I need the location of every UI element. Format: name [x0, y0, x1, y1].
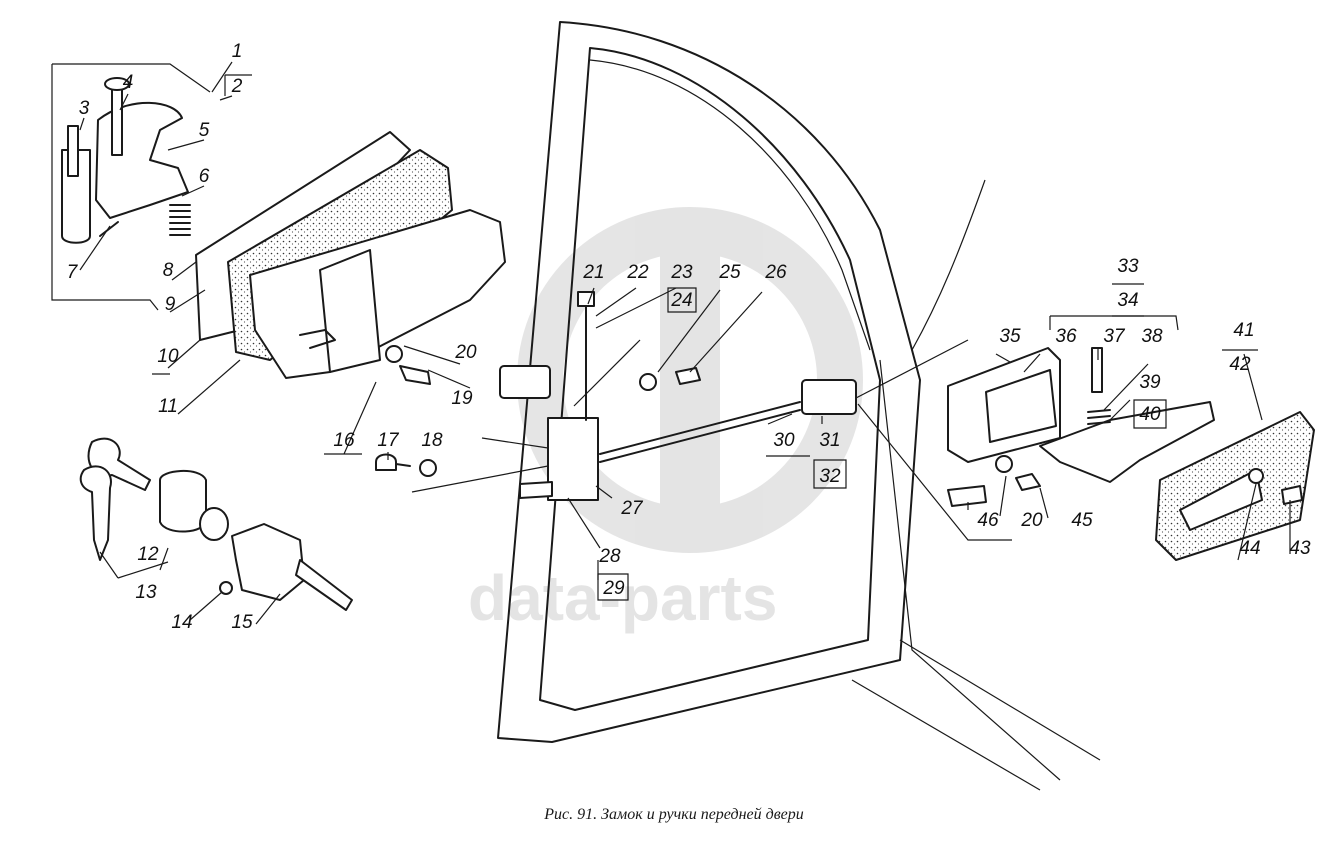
- callout-17: 17: [377, 430, 400, 451]
- callout-34: 34: [1117, 290, 1138, 311]
- outer-handle: [195, 131, 506, 379]
- callout-40: 40: [1139, 404, 1161, 425]
- callout-28: 28: [598, 546, 621, 567]
- leader-lines: [79, 61, 1291, 625]
- callout-45: 45: [1071, 510, 1093, 531]
- callout-46: 46: [977, 510, 999, 531]
- callout-13: 13: [135, 582, 157, 603]
- callout-38: 38: [1141, 326, 1163, 347]
- callout-25: 25: [718, 262, 741, 283]
- callout-8: 8: [163, 260, 174, 281]
- callout-29: 29: [602, 578, 625, 599]
- inner-handle-assembly: [947, 315, 1315, 561]
- callout-42: 42: [1229, 354, 1251, 375]
- callout-19: 19: [451, 388, 473, 409]
- figure-caption: Рис. 91. Замок и ручки передней двери: [544, 806, 804, 823]
- callout-32: 32: [819, 466, 841, 487]
- callout-31: 31: [819, 430, 840, 451]
- lock-bracket-assembly: [51, 63, 211, 311]
- callout-30: 30: [773, 430, 795, 451]
- fasteners-left: [375, 345, 437, 477]
- callout-22: 22: [626, 262, 649, 283]
- callout-20: 20: [454, 342, 477, 363]
- callout-18: 18: [421, 430, 443, 451]
- callout-12: 12: [137, 544, 159, 565]
- callout-1: 1: [232, 41, 243, 62]
- door-frame: [497, 21, 1101, 791]
- callout-15: 15: [231, 612, 253, 633]
- callout-4: 4: [123, 72, 134, 93]
- callout-33: 33: [1117, 256, 1139, 277]
- lock-cylinder-and-keys: [79, 437, 353, 611]
- callout-21: 21: [582, 262, 604, 283]
- callout-23: 23: [670, 262, 693, 283]
- callout-20-repeat: 20: [1020, 510, 1043, 531]
- callout-6: 6: [199, 166, 210, 187]
- callout-44: 44: [1239, 538, 1260, 559]
- callout-24: 24: [670, 290, 692, 311]
- callout-16: 16: [333, 430, 355, 451]
- callout-labels: 1 2 3 4 5 6 7 8 9 10 11 12 13 14 15 16 1…: [67, 41, 1311, 633]
- callout-9: 9: [165, 294, 176, 315]
- callout-43: 43: [1289, 538, 1311, 559]
- callout-37: 37: [1103, 326, 1126, 347]
- callout-14: 14: [171, 612, 192, 633]
- callout-7: 7: [67, 262, 79, 283]
- callout-3: 3: [79, 98, 90, 119]
- callout-36: 36: [1055, 326, 1077, 347]
- callout-10: 10: [157, 346, 179, 367]
- callout-11: 11: [158, 396, 178, 417]
- callout-26: 26: [764, 262, 787, 283]
- door-lock-mechanism: [499, 291, 857, 501]
- callout-41: 41: [1233, 320, 1254, 341]
- callout-2: 2: [231, 76, 243, 97]
- callout-39: 39: [1139, 372, 1161, 393]
- callout-35: 35: [999, 326, 1021, 347]
- callout-5: 5: [199, 120, 210, 141]
- callout-27: 27: [620, 498, 644, 519]
